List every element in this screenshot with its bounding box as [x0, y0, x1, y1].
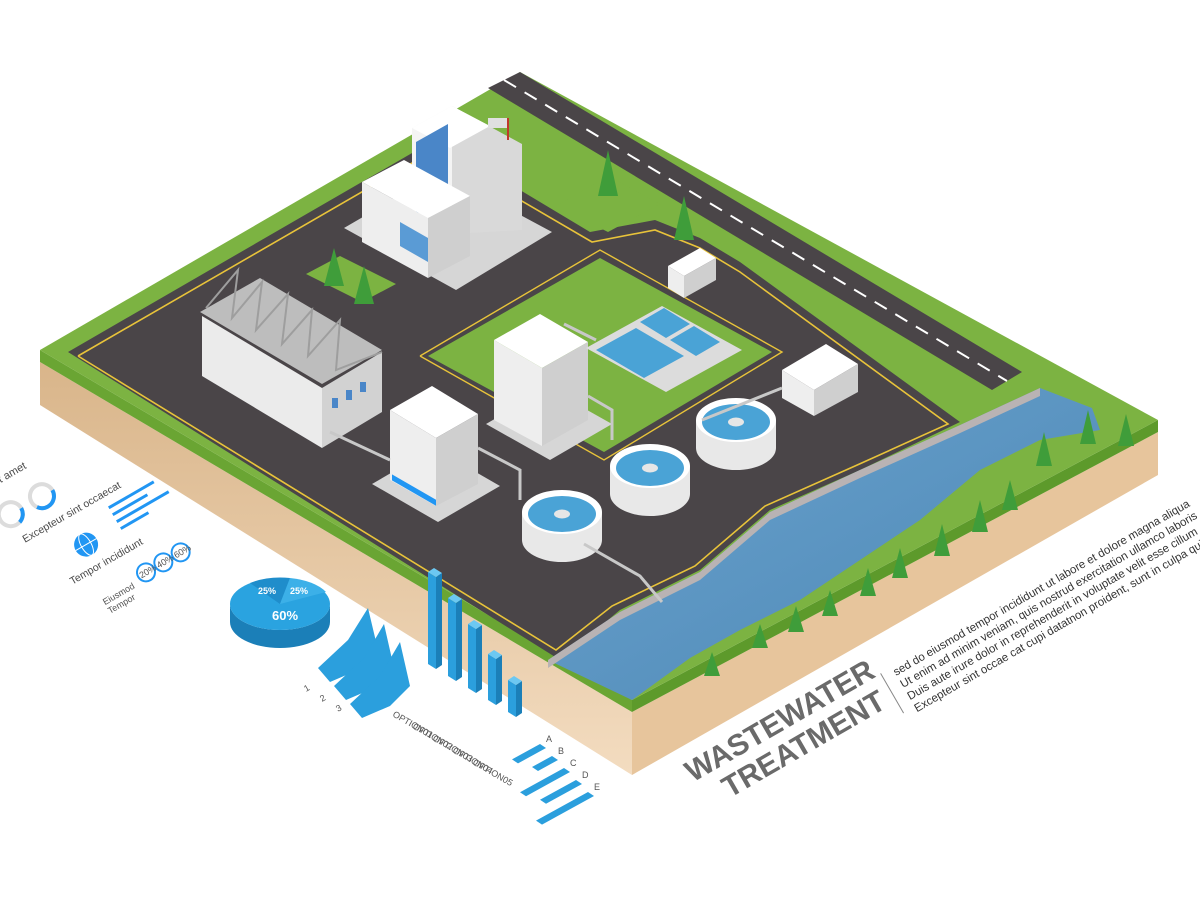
- mini-bar-chart: [108, 480, 170, 530]
- tree: [860, 568, 876, 596]
- tree: [934, 524, 950, 556]
- numbered-charts: 1 2 3: [302, 608, 410, 718]
- soil-right-face: [632, 432, 1158, 775]
- number-label-1: 1: [302, 683, 311, 694]
- pie-slice-25a: [250, 577, 290, 604]
- letter-bar-d: [540, 780, 582, 804]
- grass-patch-road: [556, 176, 660, 232]
- tree: [972, 500, 988, 532]
- letter-label-e: E: [594, 782, 600, 792]
- office-lobby-window: [400, 222, 428, 262]
- option-bar-3: [468, 620, 482, 693]
- office-building: [344, 106, 552, 290]
- grass-patch-trees: [306, 256, 396, 302]
- tree: [598, 150, 618, 196]
- riverbank-wall: [548, 388, 1040, 668]
- option-bar-2: [448, 594, 462, 681]
- info-heading-2: Excepteur sint occaecat: [21, 479, 124, 545]
- option-bar-5: [508, 676, 522, 717]
- river-water: [548, 388, 1100, 700]
- clarifier-2: [610, 444, 690, 516]
- tree: [1118, 414, 1134, 446]
- ring-chart-2: [27, 482, 56, 511]
- pool-large: [596, 328, 684, 378]
- letter-bar-e: [536, 792, 594, 825]
- letter-label-c: C: [570, 758, 577, 768]
- ring-chart-1: [0, 500, 25, 529]
- tree: [822, 590, 838, 616]
- pool-small-2: [670, 326, 720, 356]
- pump-house-3: [668, 248, 858, 416]
- pool-small-1: [640, 308, 690, 338]
- river: [548, 388, 1100, 700]
- letter-label-d: D: [582, 770, 589, 780]
- option-bar-1: [428, 568, 442, 669]
- soil-left-face: [40, 362, 632, 775]
- tree: [704, 652, 720, 676]
- pie-side: [230, 604, 330, 648]
- grass-left-edge: [40, 350, 632, 712]
- pie-label-3: 60%: [272, 608, 298, 623]
- letter-label-a: A: [546, 734, 552, 744]
- paragraph-divider: [880, 673, 905, 714]
- option-bar-4: [488, 650, 502, 705]
- letter-bar-a: [512, 744, 546, 764]
- info-heading-1: r sit amet: [0, 460, 29, 493]
- pie-chart: 25% 25% 60%: [230, 577, 330, 648]
- number-label-3: 3: [334, 703, 343, 714]
- clarifier-1: [522, 490, 602, 562]
- settling-pools: [586, 306, 742, 392]
- road-center-line: [503, 79, 1008, 382]
- option-label-5: OPTION05: [471, 757, 515, 788]
- tree: [674, 196, 694, 240]
- pie-label-1: 25%: [258, 586, 276, 596]
- pie-label-2: 25%: [290, 586, 308, 596]
- tree: [1036, 432, 1052, 466]
- peak-chart-3: [350, 642, 410, 718]
- tree: [1002, 480, 1018, 510]
- pump-house-1: [372, 386, 500, 522]
- number-label-2: 2: [318, 693, 327, 704]
- road: [488, 72, 1022, 390]
- tree: [1080, 410, 1096, 444]
- globe-icon: [74, 532, 99, 557]
- pie-slice-25b: [280, 578, 326, 604]
- letter-bar-c: [520, 768, 570, 797]
- letter-bar-b: [532, 756, 558, 771]
- warehouse: [200, 266, 383, 448]
- tree: [788, 606, 804, 632]
- lot-edge-line: [77, 147, 950, 651]
- pump-house-2: [486, 314, 612, 460]
- pipes: [329, 322, 783, 603]
- letter-label-b: B: [558, 746, 564, 756]
- tree: [752, 624, 768, 648]
- tree: [324, 248, 344, 286]
- trees: [324, 150, 1134, 676]
- tree: [892, 548, 908, 578]
- tree: [354, 266, 374, 304]
- sawtooth-roof: [205, 266, 383, 372]
- clarifier-3: [696, 398, 776, 470]
